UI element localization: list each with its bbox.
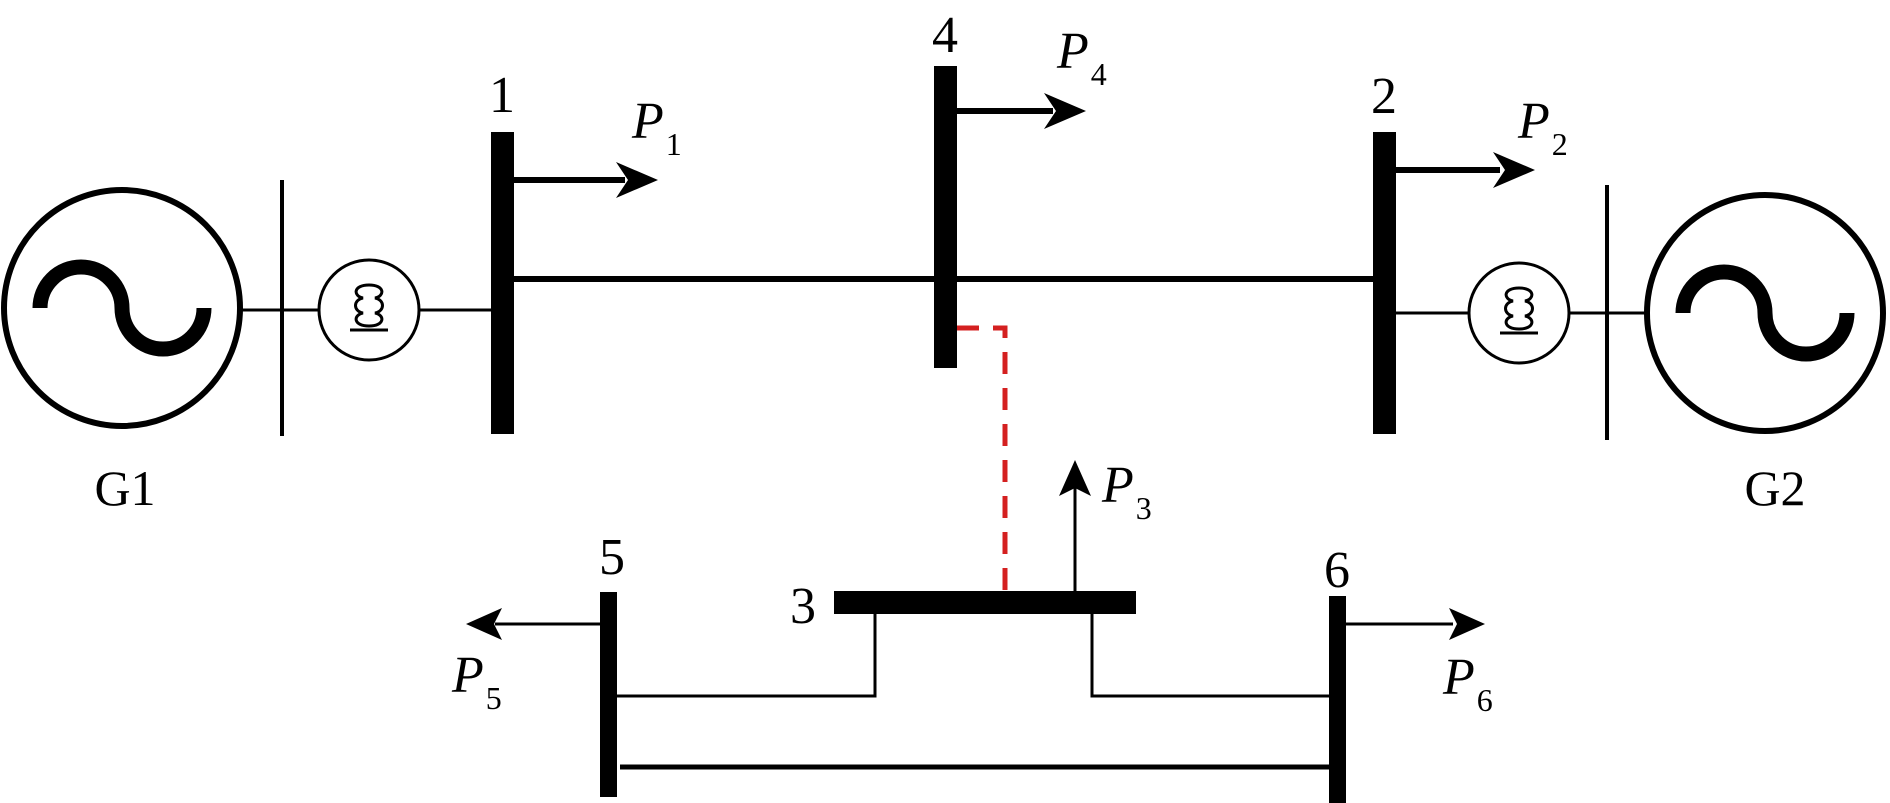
load-label-p4-symbol: P xyxy=(1056,23,1089,80)
bus-bar-5 xyxy=(600,592,617,797)
load-arrow-p4 xyxy=(957,93,1086,129)
bus-label-1: 1 xyxy=(489,67,515,124)
generator-g1-sine-icon xyxy=(32,259,212,357)
load-arrow-p5 xyxy=(466,608,600,640)
load-label-p2-sub: 2 xyxy=(1552,126,1568,162)
load-label-p2-symbol: P xyxy=(1517,93,1550,150)
generator-g1-circle xyxy=(1,187,243,429)
bus-bar-3 xyxy=(834,591,1136,614)
load-arrow-p3 xyxy=(1059,460,1091,591)
generator-g2 xyxy=(1644,192,1886,434)
bus-label-2: 2 xyxy=(1371,68,1397,125)
transformer-t2 xyxy=(1467,261,1571,365)
generator-g1 xyxy=(1,187,243,429)
line-bus3-bus5 xyxy=(617,614,877,698)
bus-label-3: 3 xyxy=(790,578,816,635)
bus-label-5: 5 xyxy=(599,529,625,586)
transformer-t2-winding-icon xyxy=(1500,286,1538,335)
bus-bar-2 xyxy=(1373,132,1396,434)
load-label-p1: P1 xyxy=(631,93,682,162)
load-label-p6-symbol: P xyxy=(1442,649,1475,706)
load-label-p1-symbol: P xyxy=(631,93,664,150)
generator-g2-sine-icon xyxy=(1675,264,1855,362)
transformer-t1-winding-icon xyxy=(350,283,388,332)
line-bus3-bus6 xyxy=(1090,614,1329,698)
load-label-p3-sub: 3 xyxy=(1136,490,1152,526)
generator-label-g2: G2 xyxy=(1744,460,1805,516)
load-arrow-p2 xyxy=(1396,152,1535,188)
load-label-p3-symbol: P xyxy=(1101,457,1134,514)
bus-bar-6 xyxy=(1329,596,1346,803)
load-label-p4-sub: 4 xyxy=(1091,56,1107,92)
load-label-p5-sub: 5 xyxy=(486,680,502,716)
load-label-p3: P3 xyxy=(1101,457,1152,526)
dashed-tie-line-bus4-bus3 xyxy=(957,325,1008,591)
load-label-p1-sub: 1 xyxy=(666,126,682,162)
load-label-p6: P6 xyxy=(1442,649,1493,718)
bus-bar-4 xyxy=(934,66,957,368)
generator-label-g1: G1 xyxy=(94,460,155,516)
load-label-p2: P2 xyxy=(1517,93,1568,162)
load-label-p5-symbol: P xyxy=(451,647,484,704)
bus-label-4: 4 xyxy=(932,7,958,64)
load-arrow-p1 xyxy=(514,162,658,198)
load-arrow-p6 xyxy=(1346,608,1485,640)
transformer-t1-circle xyxy=(317,258,421,362)
transformer-t1 xyxy=(317,258,421,362)
load-label-p5: P5 xyxy=(451,647,502,716)
load-label-p6-sub: 6 xyxy=(1477,682,1493,718)
bus-label-6: 6 xyxy=(1324,542,1350,599)
load-label-p4: P4 xyxy=(1056,23,1107,92)
transformer-t2-circle xyxy=(1467,261,1571,365)
bus-bar-1 xyxy=(491,132,514,434)
